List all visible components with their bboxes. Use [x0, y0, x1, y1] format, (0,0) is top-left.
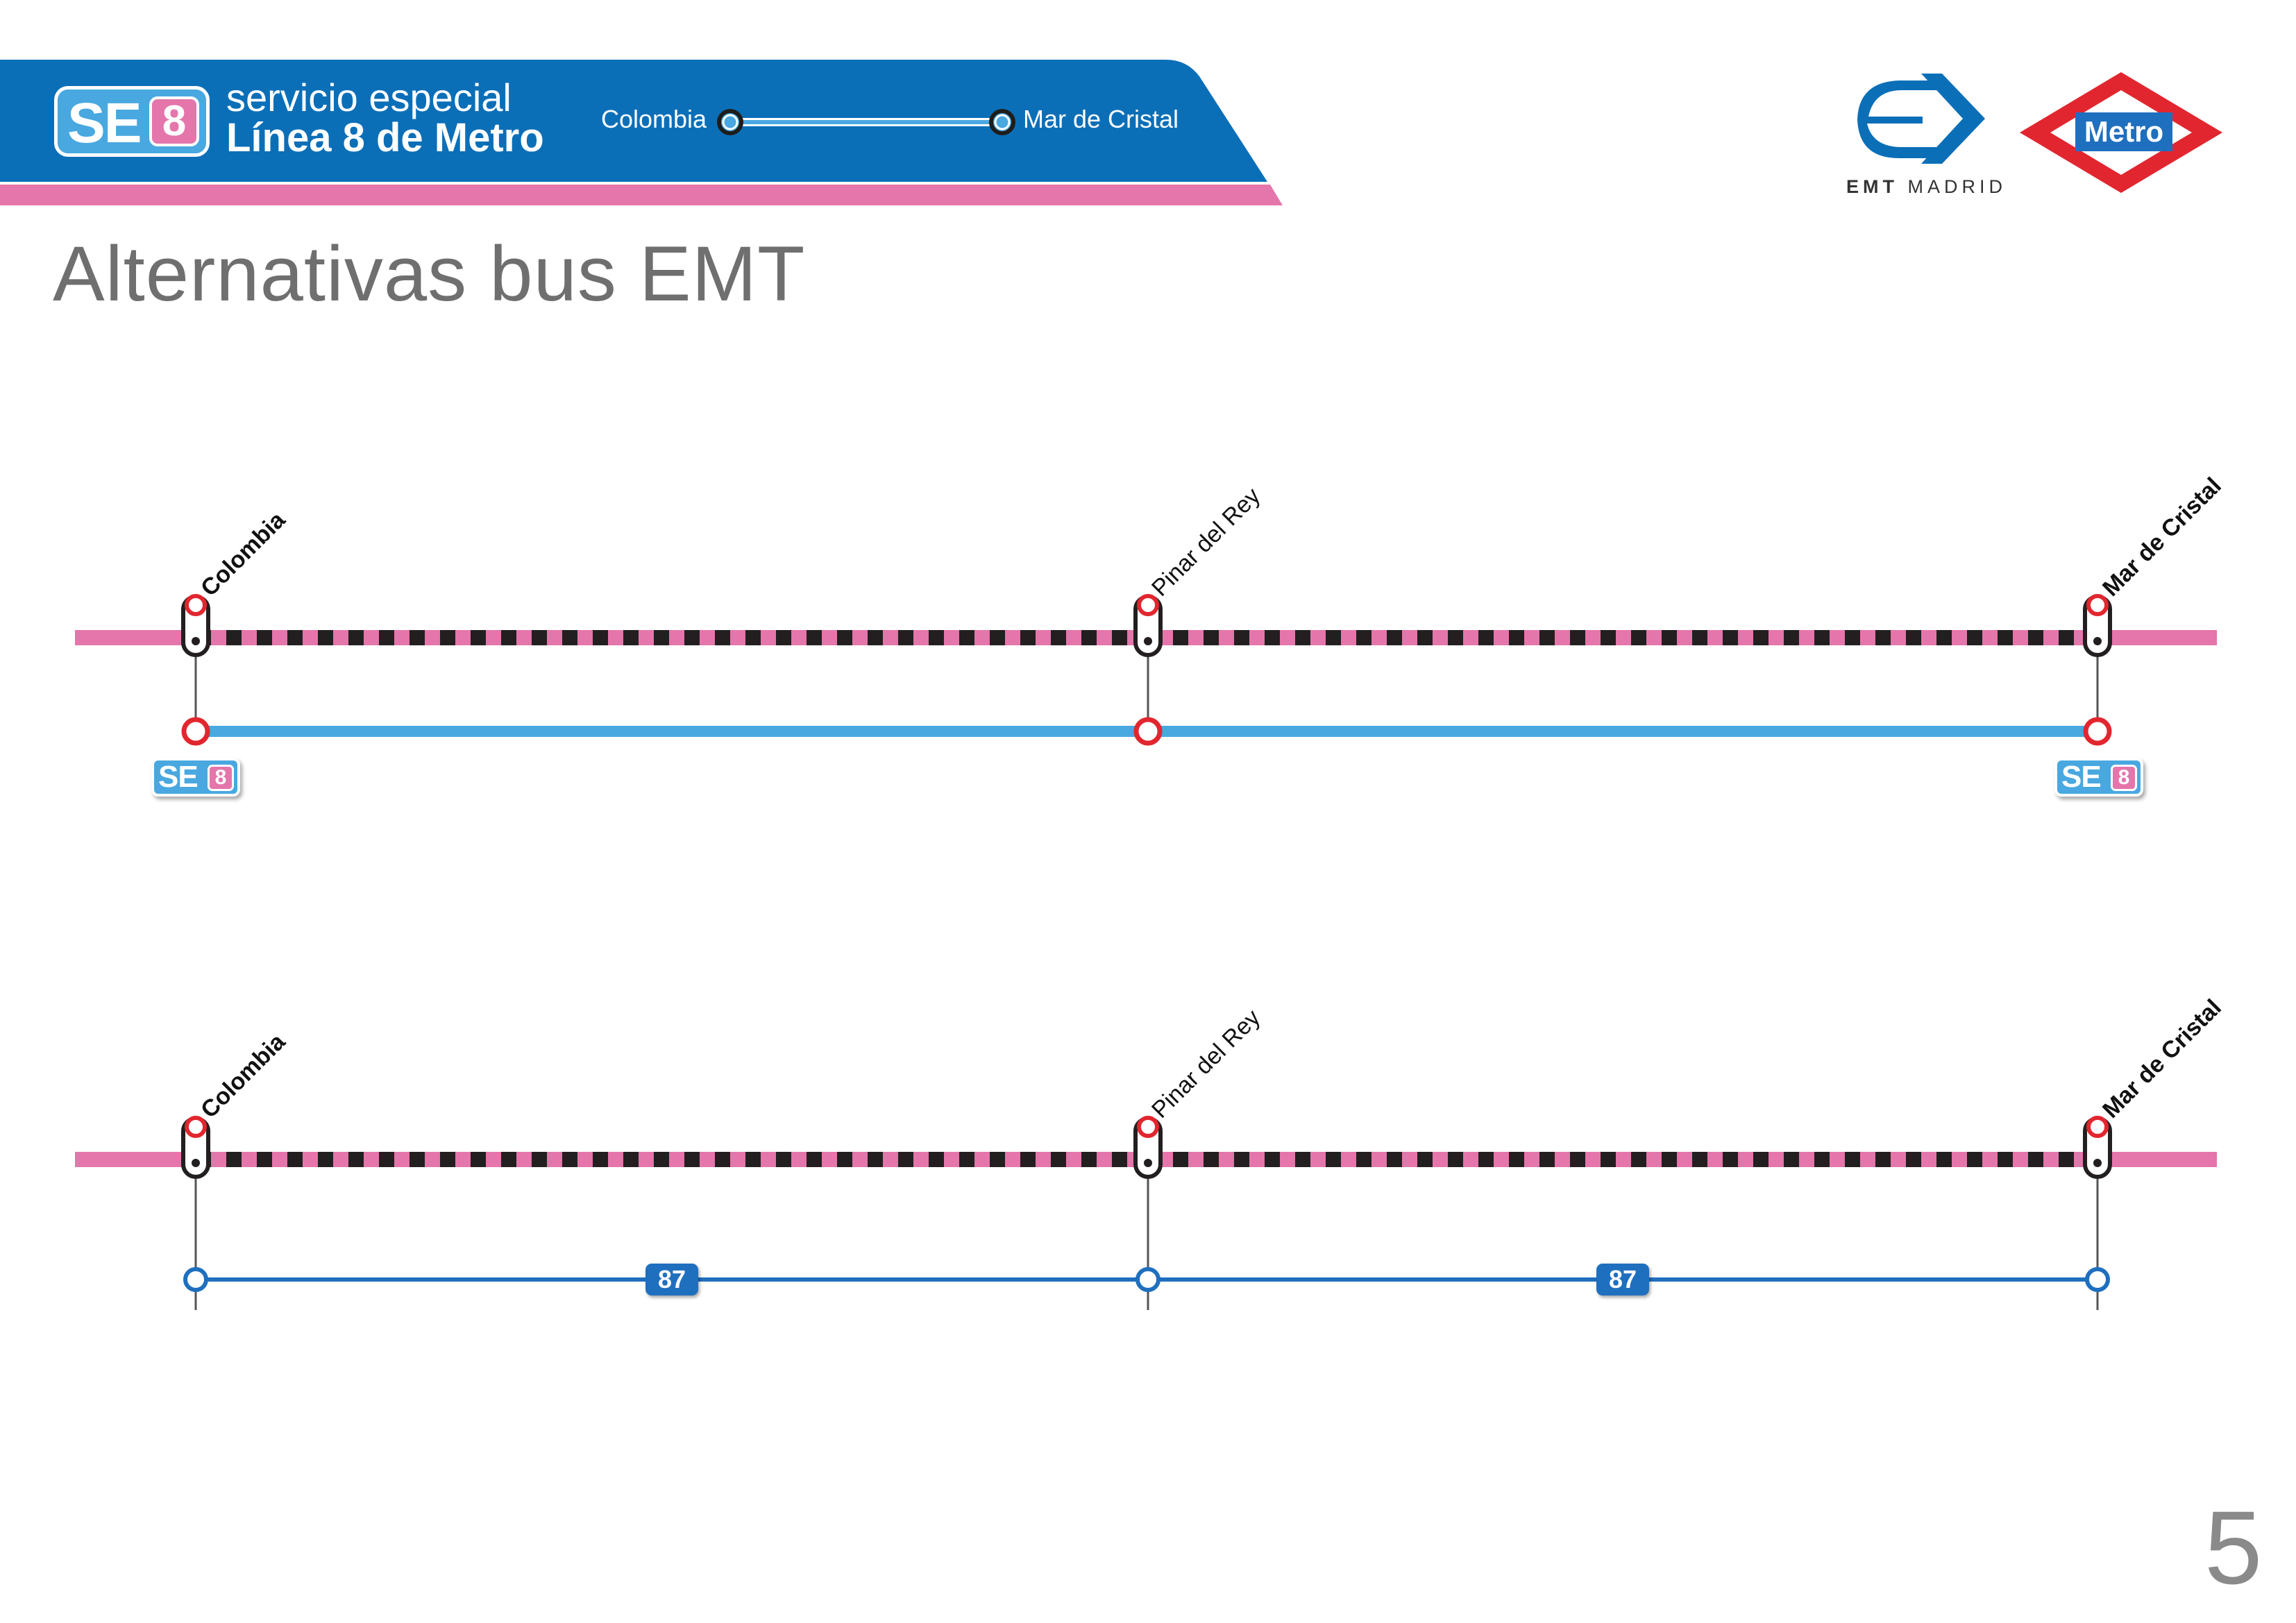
header-special-word: especial — [369, 76, 512, 119]
se8-badge-number: 8 — [2111, 765, 2137, 791]
header-route-to: Mar de Cristal — [1023, 105, 1179, 133]
header-banner — [0, 60, 1283, 205]
page-number: 5 — [2204, 1489, 2263, 1606]
header-line-name: Línea 8 de Metro — [226, 115, 544, 160]
se8-badge-prefix: SE — [2061, 760, 2102, 794]
emt-logo-rest: MADRID — [1898, 176, 2007, 197]
emt-logo-bold: EMT — [1846, 176, 1898, 197]
emt-logo-text: EMT MADRID — [1846, 176, 2007, 198]
se8-stop-pinar — [1133, 717, 1163, 746]
bus-line-87-badge: 87 — [645, 1264, 698, 1295]
se8-badge: SE 8 — [54, 86, 210, 157]
header-service-label: servicio especial — [226, 76, 512, 119]
bus-line-87-badge: 87 — [1596, 1264, 1649, 1295]
station-marker-mar — [2083, 594, 2112, 657]
station-marker-colombia — [181, 594, 210, 657]
se8-badge-colombia: SE 8 — [151, 758, 240, 797]
route-diagram-bus-87 — [75, 1116, 2217, 1310]
metro-logo-label: Metro — [2075, 112, 2172, 151]
route-diagram-se8 — [75, 594, 2217, 746]
station-marker-pinar — [1133, 594, 1163, 657]
se8-badge-prefix: SE — [67, 92, 142, 155]
se8-badge-number: 8 — [208, 765, 234, 791]
se8-stop-colombia — [181, 717, 210, 746]
bus-stop-colombia — [183, 1267, 208, 1292]
station-marker-colombia — [181, 1116, 210, 1179]
se8-badge-prefix: SE — [158, 760, 199, 794]
page-title: Alternativas bus EMT — [53, 230, 806, 317]
station-marker-pinar — [1133, 1116, 1163, 1179]
emt-logo-icon — [1857, 74, 1985, 164]
header-route-from: Colombia — [601, 105, 707, 133]
se8-badge-number: 8 — [149, 96, 199, 146]
bus-stop-mar — [2085, 1267, 2110, 1292]
header-service-word: servicio — [226, 76, 369, 119]
se8-badge-mar-de-cristal: SE 8 — [2054, 758, 2143, 797]
bus-stop-pinar — [1136, 1267, 1160, 1292]
station-marker-mar — [2083, 1116, 2112, 1179]
se8-stop-mar — [2083, 717, 2112, 746]
